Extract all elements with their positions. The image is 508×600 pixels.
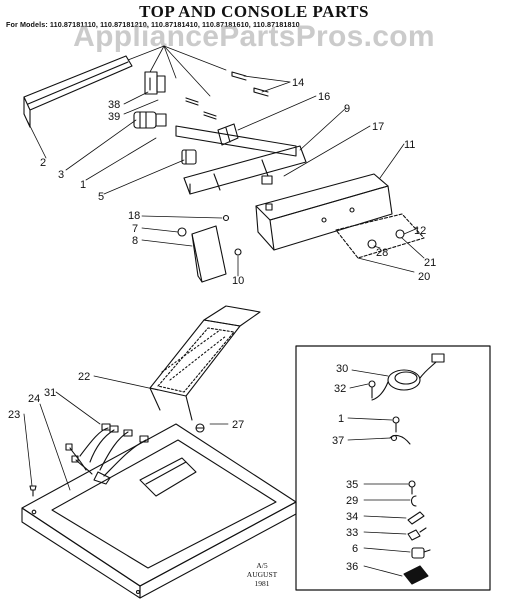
callout: 16 [318, 91, 330, 103]
revision-stamp: A/5 AUGUST 1981 [236, 561, 288, 588]
stamp-line: AUGUST [246, 570, 278, 579]
stamp-line: A/5 [256, 561, 268, 570]
model-numbers: For Models: 110.87181110, 110.87181210, … [6, 20, 300, 29]
callout: 29 [346, 495, 358, 507]
part-38-bracket [144, 71, 166, 95]
callout: 8 [132, 235, 138, 247]
leader-lines-upper [27, 45, 425, 277]
part-30-power-cord [371, 353, 445, 401]
part-33-connector [407, 527, 427, 541]
part-32-screw [368, 380, 376, 399]
callout: 33 [346, 527, 358, 539]
callout: 2 [40, 157, 46, 169]
part-36-pad [403, 565, 429, 585]
callout: 23 [8, 409, 20, 421]
callout: 37 [332, 435, 344, 447]
callout: 34 [346, 511, 358, 523]
callout: 28 [376, 247, 388, 259]
callout: 7 [132, 223, 138, 235]
callout: 30 [336, 363, 348, 375]
part-29-clip [410, 495, 417, 507]
callout: 20 [418, 271, 430, 283]
callout: 38 [108, 99, 120, 111]
callout: 22 [78, 371, 90, 383]
callout-numbers: 14 16 9 17 11 38 39 2 3 1 5 18 7 8 10 12… [8, 77, 436, 573]
callout: 21 [424, 257, 436, 269]
part-35-screw [408, 480, 416, 495]
part-3-switch [133, 111, 167, 129]
diagram-title: TOP AND CONSOLE PARTS [139, 2, 369, 21]
part-6-fuse [411, 547, 431, 559]
callout: 17 [372, 121, 384, 133]
part-11-console-panel [255, 173, 393, 251]
small-parts-7-18-10 [177, 214, 242, 256]
screws-14 [185, 71, 269, 120]
callout: 32 [334, 383, 346, 395]
callout: 36 [346, 561, 358, 573]
callout: 5 [98, 191, 104, 203]
callout: 3 [58, 169, 64, 181]
callout: 18 [128, 210, 140, 222]
callout: 12 [414, 225, 426, 237]
callout: 14 [292, 77, 304, 89]
inset-box [295, 345, 491, 591]
leader-lines-inset [347, 369, 411, 577]
part-34-terminal [407, 511, 425, 525]
callout: 31 [44, 387, 56, 399]
callout: 24 [28, 393, 40, 405]
callout: 1 [338, 413, 344, 425]
part-5-clip [181, 149, 197, 165]
callout: 1 [80, 179, 86, 191]
callout: 10 [232, 275, 244, 287]
callout: 6 [352, 543, 358, 555]
leader-lines-lower [23, 375, 229, 491]
callout: 35 [346, 479, 358, 491]
part-17-rail [175, 125, 307, 195]
part-27-clip [195, 423, 205, 433]
part-22-filter-housing [149, 305, 261, 421]
callout: 9 [344, 103, 350, 115]
stamp-line: 1981 [254, 579, 270, 588]
callout: 27 [232, 419, 244, 431]
callout: 39 [108, 111, 120, 123]
part-23-screw [29, 485, 37, 497]
part-37-ground-wire [389, 416, 411, 445]
part-31-wire-harness [65, 423, 149, 485]
callout: 11 [404, 139, 415, 151]
part-8-plate [191, 225, 227, 283]
